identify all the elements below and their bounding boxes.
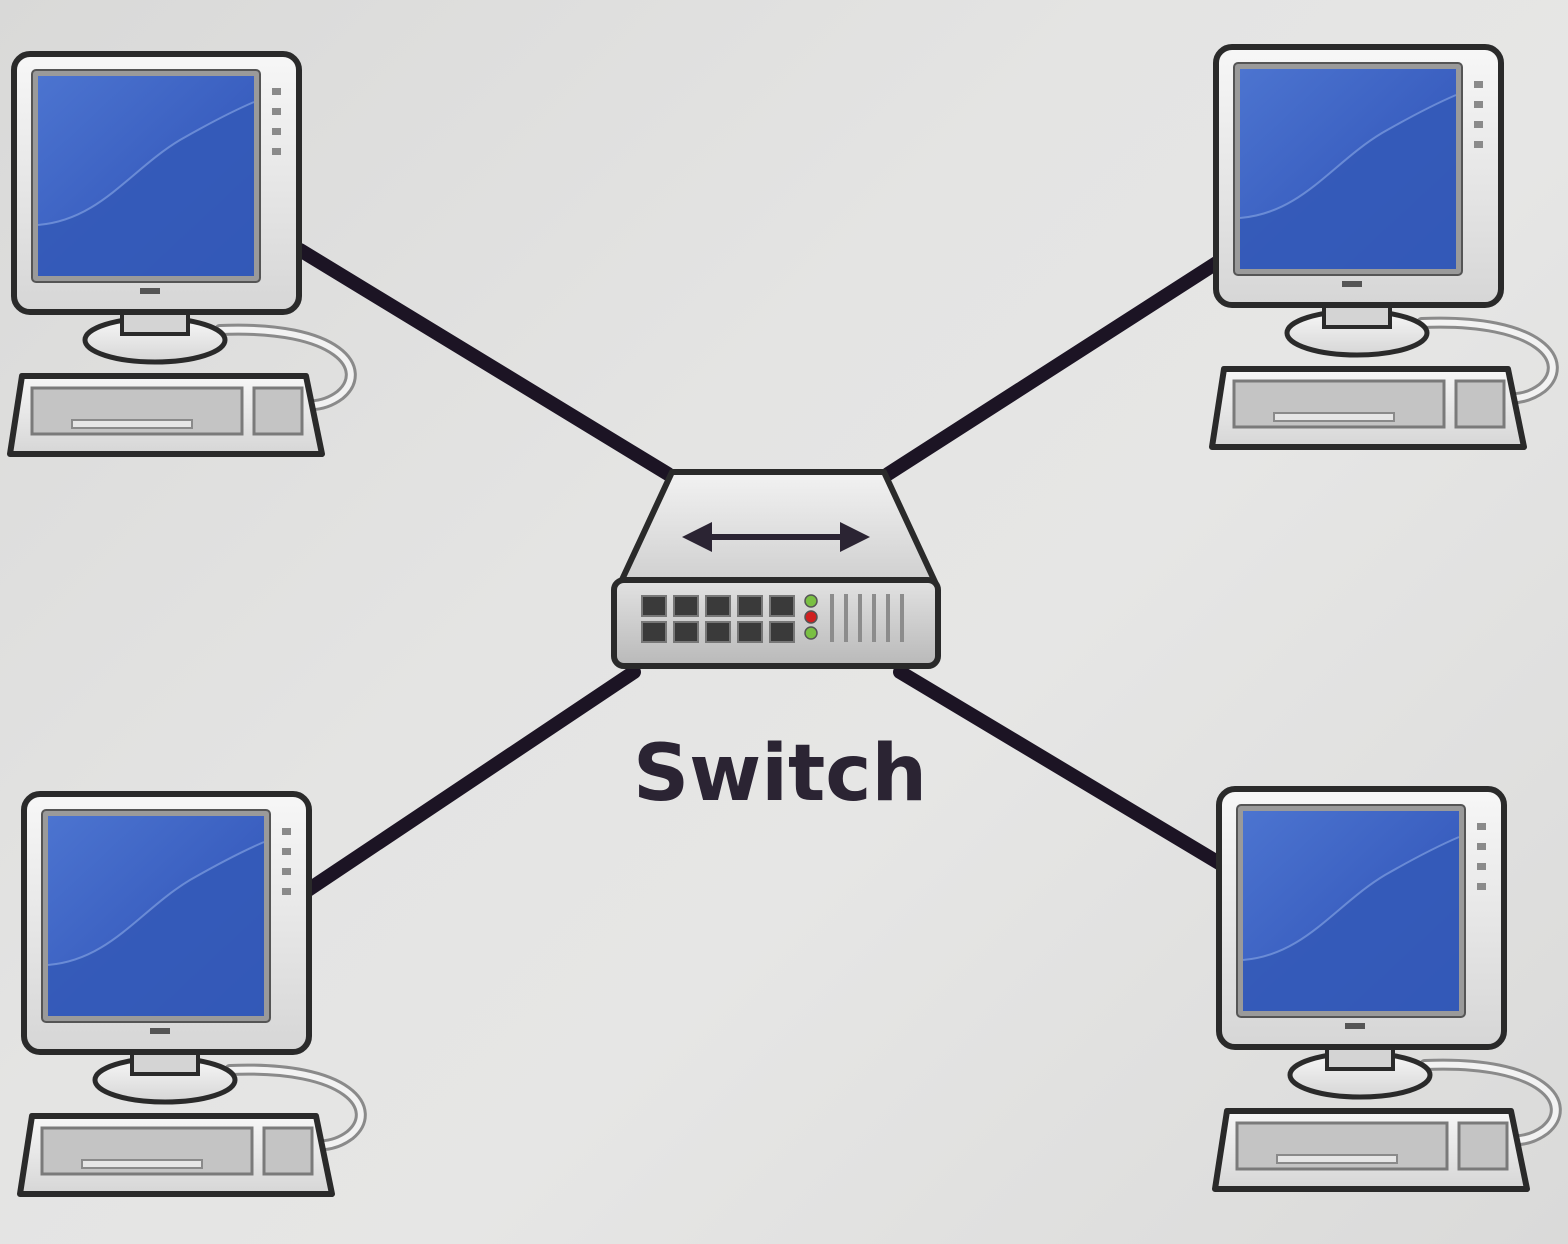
- cable-links: [293, 243, 1231, 899]
- cable-bottom-left: [298, 665, 641, 899]
- computer-bottom-left: [20, 794, 361, 1194]
- computer-bottom-right: [1215, 789, 1556, 1189]
- switch-label: Switch: [633, 729, 927, 819]
- cable-top-right: [881, 255, 1225, 481]
- cable-bottom-right: [893, 665, 1231, 873]
- computer-top-right: [1212, 47, 1553, 447]
- network-switch-icon: [611, 469, 941, 669]
- computer-top-left: [10, 54, 351, 454]
- bidirectional-arrow-icon: [682, 522, 870, 552]
- switch-ports: [641, 595, 795, 643]
- cable-top-left: [293, 243, 675, 481]
